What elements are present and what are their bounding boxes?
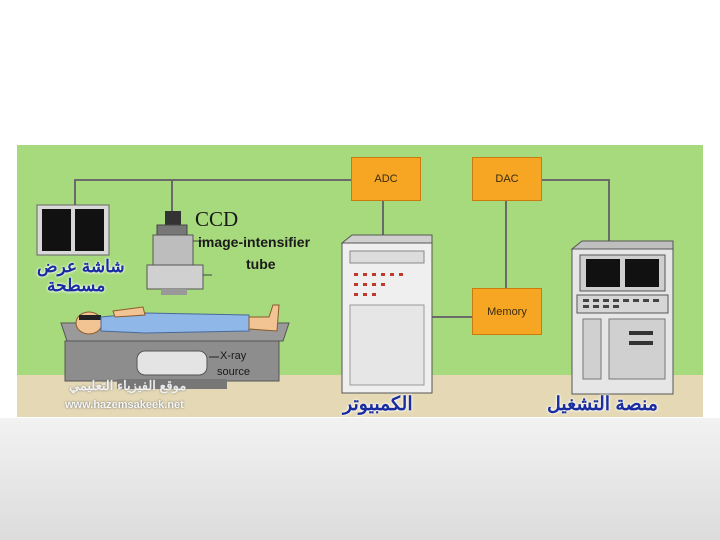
diagram-panel: ADC DAC Memory CCD image-intensifier tub… <box>17 145 703 417</box>
flat-screen-label-2: مسطحة <box>47 276 106 295</box>
memory-block: Memory <box>472 288 542 335</box>
slide-footer-band <box>0 418 720 540</box>
xray-label: X-ray <box>220 350 247 362</box>
computer-label: الكمبيوتر <box>343 394 413 415</box>
patient-table-icon <box>60 322 290 389</box>
patient-icon <box>75 304 280 335</box>
line-screen-adc <box>74 179 352 205</box>
dac-block: DAC <box>472 157 542 201</box>
diagram-drawing <box>36 179 674 395</box>
computer-cabinet-icon <box>340 234 433 394</box>
adc-block: ADC <box>351 157 421 201</box>
ccd-camera-icon <box>146 211 212 295</box>
watermark-url: www.hazemsakeek.net <box>65 399 184 411</box>
line-dac-console <box>540 179 610 243</box>
ccd-label: CCD <box>195 207 239 231</box>
flat-screen-label: شاشة عرض <box>37 257 125 276</box>
console-label: منصة التشغيل <box>547 394 658 415</box>
flat-screen-icon <box>36 204 110 256</box>
connection-lines <box>74 179 610 318</box>
intensifier-label: image-intensifier <box>198 234 311 250</box>
operator-console-icon <box>570 240 674 395</box>
intensifier-tube-label: tube <box>246 256 276 272</box>
xray-source-label: source <box>217 366 251 378</box>
watermark-arabic: موقع الفيزياء التعليمي <box>69 378 187 393</box>
